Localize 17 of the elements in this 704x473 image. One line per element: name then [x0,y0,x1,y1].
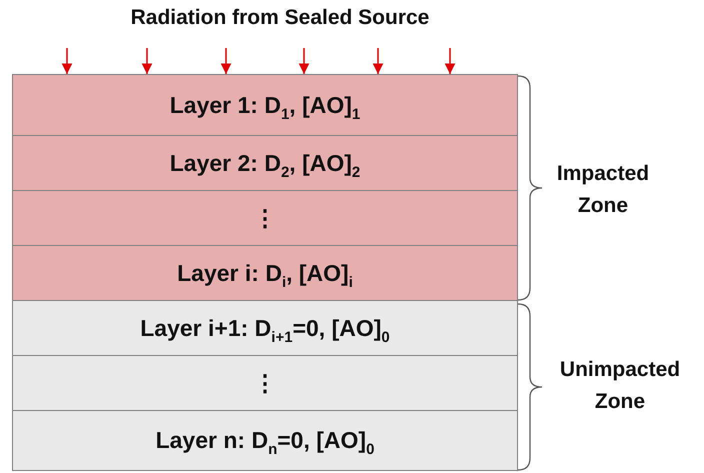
layer-band [12,410,518,471]
layer-label: ⋮ [254,204,276,232]
layer-band [12,135,518,191]
zone-label: Unimpacted Zone [558,357,682,415]
layer-label: ⋮ [254,370,276,396]
layer-label: Layer 2: D$_{2}$, [AO]$_{2}$ [170,150,360,176]
layer-label: Layer n: D$_{n}$=0, [AO]$_{0}$ [156,427,374,454]
layer-band [12,300,518,356]
zone-label: Impacted Zone [556,161,650,219]
layer-label: Layer 1: D$_{1}$, [AO]$_{1}$ [170,92,360,118]
layer-band [12,74,518,136]
layer-label: Layer i+1: D$_{i+1}$=0, [AO]$_{0}$ [140,314,390,342]
layer-band [12,245,518,301]
diagram-title: Radiation from Sealed Source [130,6,430,30]
layer-band [12,190,518,246]
layer-label: Layer i: D$_{i}$, [AO]$_{i}$ [177,260,353,286]
layer-band [12,355,518,411]
